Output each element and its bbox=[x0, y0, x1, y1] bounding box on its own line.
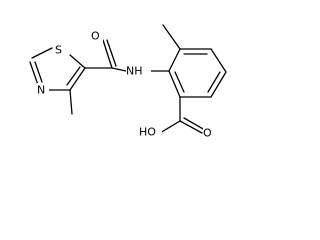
n-label-background bbox=[37, 83, 49, 97]
bond-c2-n3-double bbox=[34, 61, 43, 83]
bond-c4-c5-double bbox=[66, 66, 81, 86]
acid-carbonyl-oxygen-label: O bbox=[203, 127, 212, 140]
ho-label-background bbox=[139, 125, 162, 139]
bond-carbonyl-oxygen bbox=[102, 39, 113, 69]
bond-carbonyl-nh bbox=[111, 67, 127, 72]
bond-aryl-c3-c4 bbox=[210, 48, 227, 73]
acid-oxygen-label-background bbox=[203, 126, 215, 140]
bond-lines bbox=[29, 24, 227, 134]
bond-s-c5 bbox=[69, 54, 86, 69]
bond-carbonyl-oxygen-double bbox=[106, 39, 117, 67]
hydroxyl-label: HO bbox=[139, 126, 156, 139]
bond-c4-methyl bbox=[69, 89, 73, 115]
bond-aryl-c1-c2 bbox=[168, 48, 181, 72]
bond-aryl-methyl bbox=[162, 24, 181, 50]
bond-s-c2 bbox=[31, 47, 53, 59]
atom-labels: S N O NH HO O bbox=[37, 29, 215, 140]
bond-aryl-c4-c5 bbox=[210, 71, 227, 98]
chemical-structure-diagram: S N O NH HO O bbox=[29, 24, 227, 140]
bond-c2-n3 bbox=[29, 61, 39, 86]
bond-carboxyl-oh bbox=[159, 120, 181, 134]
bond-aryl-double-left bbox=[174, 71, 185, 93]
nh-label-background bbox=[126, 64, 151, 78]
thiazole-nitrogen-label: N bbox=[37, 84, 45, 97]
bond-carboxyl-o-double bbox=[183, 117, 206, 131]
bond-aryl-double-right bbox=[207, 71, 221, 93]
sulfur-atom-label: S bbox=[55, 44, 62, 57]
s-label-background bbox=[55, 43, 66, 57]
bond-carboxyl-o bbox=[179, 120, 203, 134]
amide-oxygen-label: O bbox=[91, 30, 100, 43]
bond-c4-c5 bbox=[69, 67, 86, 91]
amide-oxygen-label-background bbox=[91, 29, 103, 43]
bond-aryl-c6-c1 bbox=[168, 70, 181, 98]
amide-nh-label: NH bbox=[126, 65, 143, 78]
